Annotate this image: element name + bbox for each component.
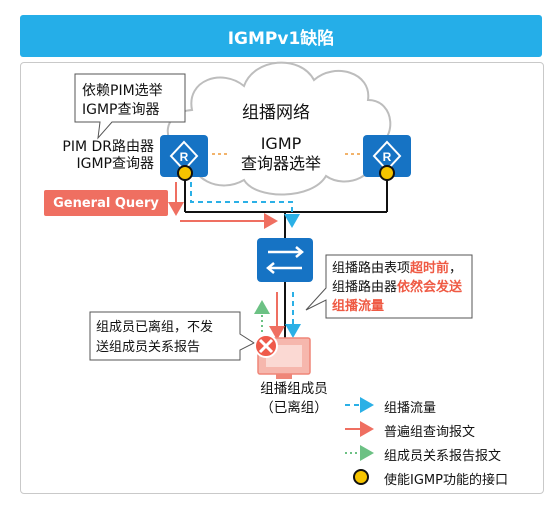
election-label: IGMP 查询器选举 [236, 134, 326, 174]
router-left-label-line1: PIM DR路由器 [62, 139, 154, 155]
igmp-interface-right [379, 165, 395, 181]
pim-callout-line2: IGMP查询器 [82, 102, 160, 118]
page-title: IGMPv1缺陷 [227, 28, 335, 49]
table-callout-em1: 超时前 [410, 261, 450, 276]
member-callout-text: 组成员已离组，不发 送组成员关系报告 [96, 318, 246, 358]
table-callout-text: 组播路由表项超时前，组播路由器依然会发送组播流量 [332, 259, 472, 316]
igmp-interface-left [177, 165, 193, 181]
table-callout-bubble [305, 254, 473, 319]
legend-report: 组成员关系报告报文 [384, 449, 502, 464]
member-callout-line1: 组成员已离组，不发 [96, 320, 214, 335]
legend-multicast: 组播流量 [384, 401, 437, 416]
switch-icon [257, 238, 313, 282]
pim-callout-line1: 依赖PIM选举 [82, 83, 163, 99]
election-line2: 查询器选举 [240, 154, 321, 173]
pim-callout-bubble [74, 73, 186, 140]
svg-text:R: R [383, 150, 392, 164]
router-left-label: PIM DR路由器 IGMP查询器 [44, 139, 154, 173]
legend-symbols [345, 397, 374, 485]
multicast-flow [190, 182, 301, 338]
left-group-x-icon [254, 334, 278, 358]
election-line1: IGMP [260, 134, 302, 153]
general-query-badge: General Query [44, 190, 168, 216]
member-label-line1: 组播组成员 [260, 381, 328, 397]
router-left-label-line2: IGMP查询器 [76, 156, 155, 172]
table-callout-part1: 组播路由表项 [332, 261, 411, 276]
member-callout-line2: 送组成员关系报告 [96, 340, 201, 355]
svg-text:R: R [180, 150, 189, 164]
legend-interface-dot [353, 469, 369, 485]
legend-query: 普遍组查询报文 [384, 425, 476, 440]
multicast-network-cloud [166, 61, 392, 196]
cloud-label: 组播网络 [242, 103, 310, 123]
general-query-text: General Query [53, 195, 159, 211]
member-label-line2: （已离组） [260, 400, 328, 416]
general-query-flow [168, 182, 285, 340]
table-callout-part3: ，组播路由器 [332, 261, 463, 295]
title-bar: IGMPv1缺陷 [20, 15, 542, 57]
table-callout-em2: 依然会发送组播流量 [332, 280, 463, 314]
pim-callout-text: 依赖PIM选举 IGMP查询器 [82, 82, 163, 120]
legend-interface: 使能IGMP功能的接口 [384, 473, 508, 488]
member-label: 组播组成员 （已离组） [244, 380, 344, 418]
member-callout-bubble [89, 311, 256, 361]
